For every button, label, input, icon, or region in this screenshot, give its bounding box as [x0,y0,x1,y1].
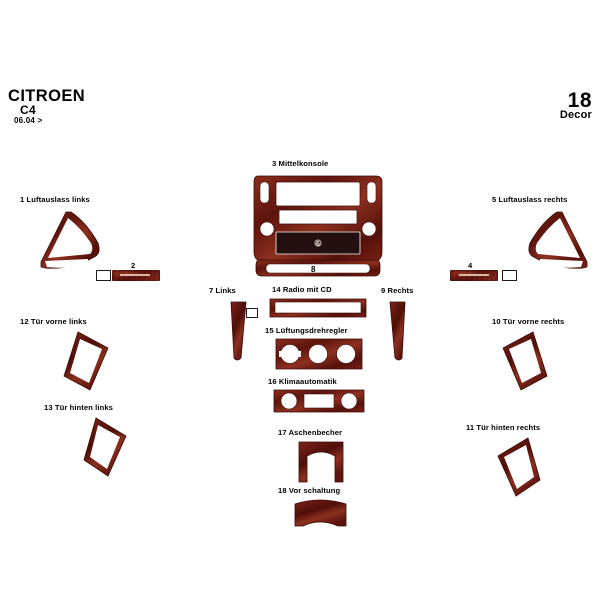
callout-4: 4 [468,261,473,270]
part-2-blank-box [96,270,111,281]
model-year: 06.04 > [14,116,43,125]
part-13-tur-hinten-links[interactable] [82,416,130,478]
callout-12: 12 Tür vorne links [20,317,87,326]
callout-8: 8 [311,265,316,274]
callout-5: 5 Luftauslass rechts [492,195,568,204]
part-9-rechts[interactable] [386,300,408,362]
callout-18: 18 Vor schaltung [278,486,341,495]
part-7-links[interactable] [228,300,250,362]
callout-16: 16 Klimaautomatik [268,377,337,386]
part-11-tur-hinten-rechts[interactable] [494,436,542,498]
part-12-tur-vorne-links[interactable] [62,330,112,392]
callout-7: 7 Links [209,286,236,295]
callout-17: 17 Aschenbecher [278,428,343,437]
part-17-aschenbecher[interactable] [296,440,346,484]
callout-15: 15 Lüftungsdrehregler [265,326,348,335]
part-7-blank-box [246,308,258,318]
part-1-luftauslass-links[interactable] [38,210,104,270]
callout-9: 9 Rechts [381,286,414,295]
part-4-strip[interactable] [450,270,498,281]
callout-1: 1 Luftauslass links [20,195,90,204]
callout-13: 13 Tür hinten links [44,403,113,412]
brand-name: CITROEN [8,87,86,105]
callout-2: 2 [131,261,136,270]
part-15-luftungsdrehregler[interactable] [274,337,364,371]
part-3-mittelkonsole[interactable]: 6 [252,172,384,268]
model-name: C4 [20,103,36,117]
part-2-strip[interactable] [112,270,160,281]
part-14-radio-mit-cd[interactable] [268,297,368,319]
callout-14: 14 Radio mit CD [272,285,332,294]
part-18-vor-schaltung[interactable] [292,498,350,528]
callout-11: 11 Tür hinten rechts [466,423,541,432]
part-5-luftauslass-rechts[interactable] [524,210,590,270]
callout-3: 3 Mittelkonsole [272,159,329,168]
part-10-tur-vorne-rechts[interactable] [500,330,550,392]
callout-10: 10 Tür vorne rechts [492,317,565,326]
callout-6: 6 [316,241,320,248]
part-8-strip[interactable] [255,258,381,282]
part-4-blank-box [502,270,517,281]
piece-count: 18 [567,89,592,112]
part-16-klimaautomatik[interactable] [272,388,366,414]
piece-count-word: Decor [559,109,592,121]
